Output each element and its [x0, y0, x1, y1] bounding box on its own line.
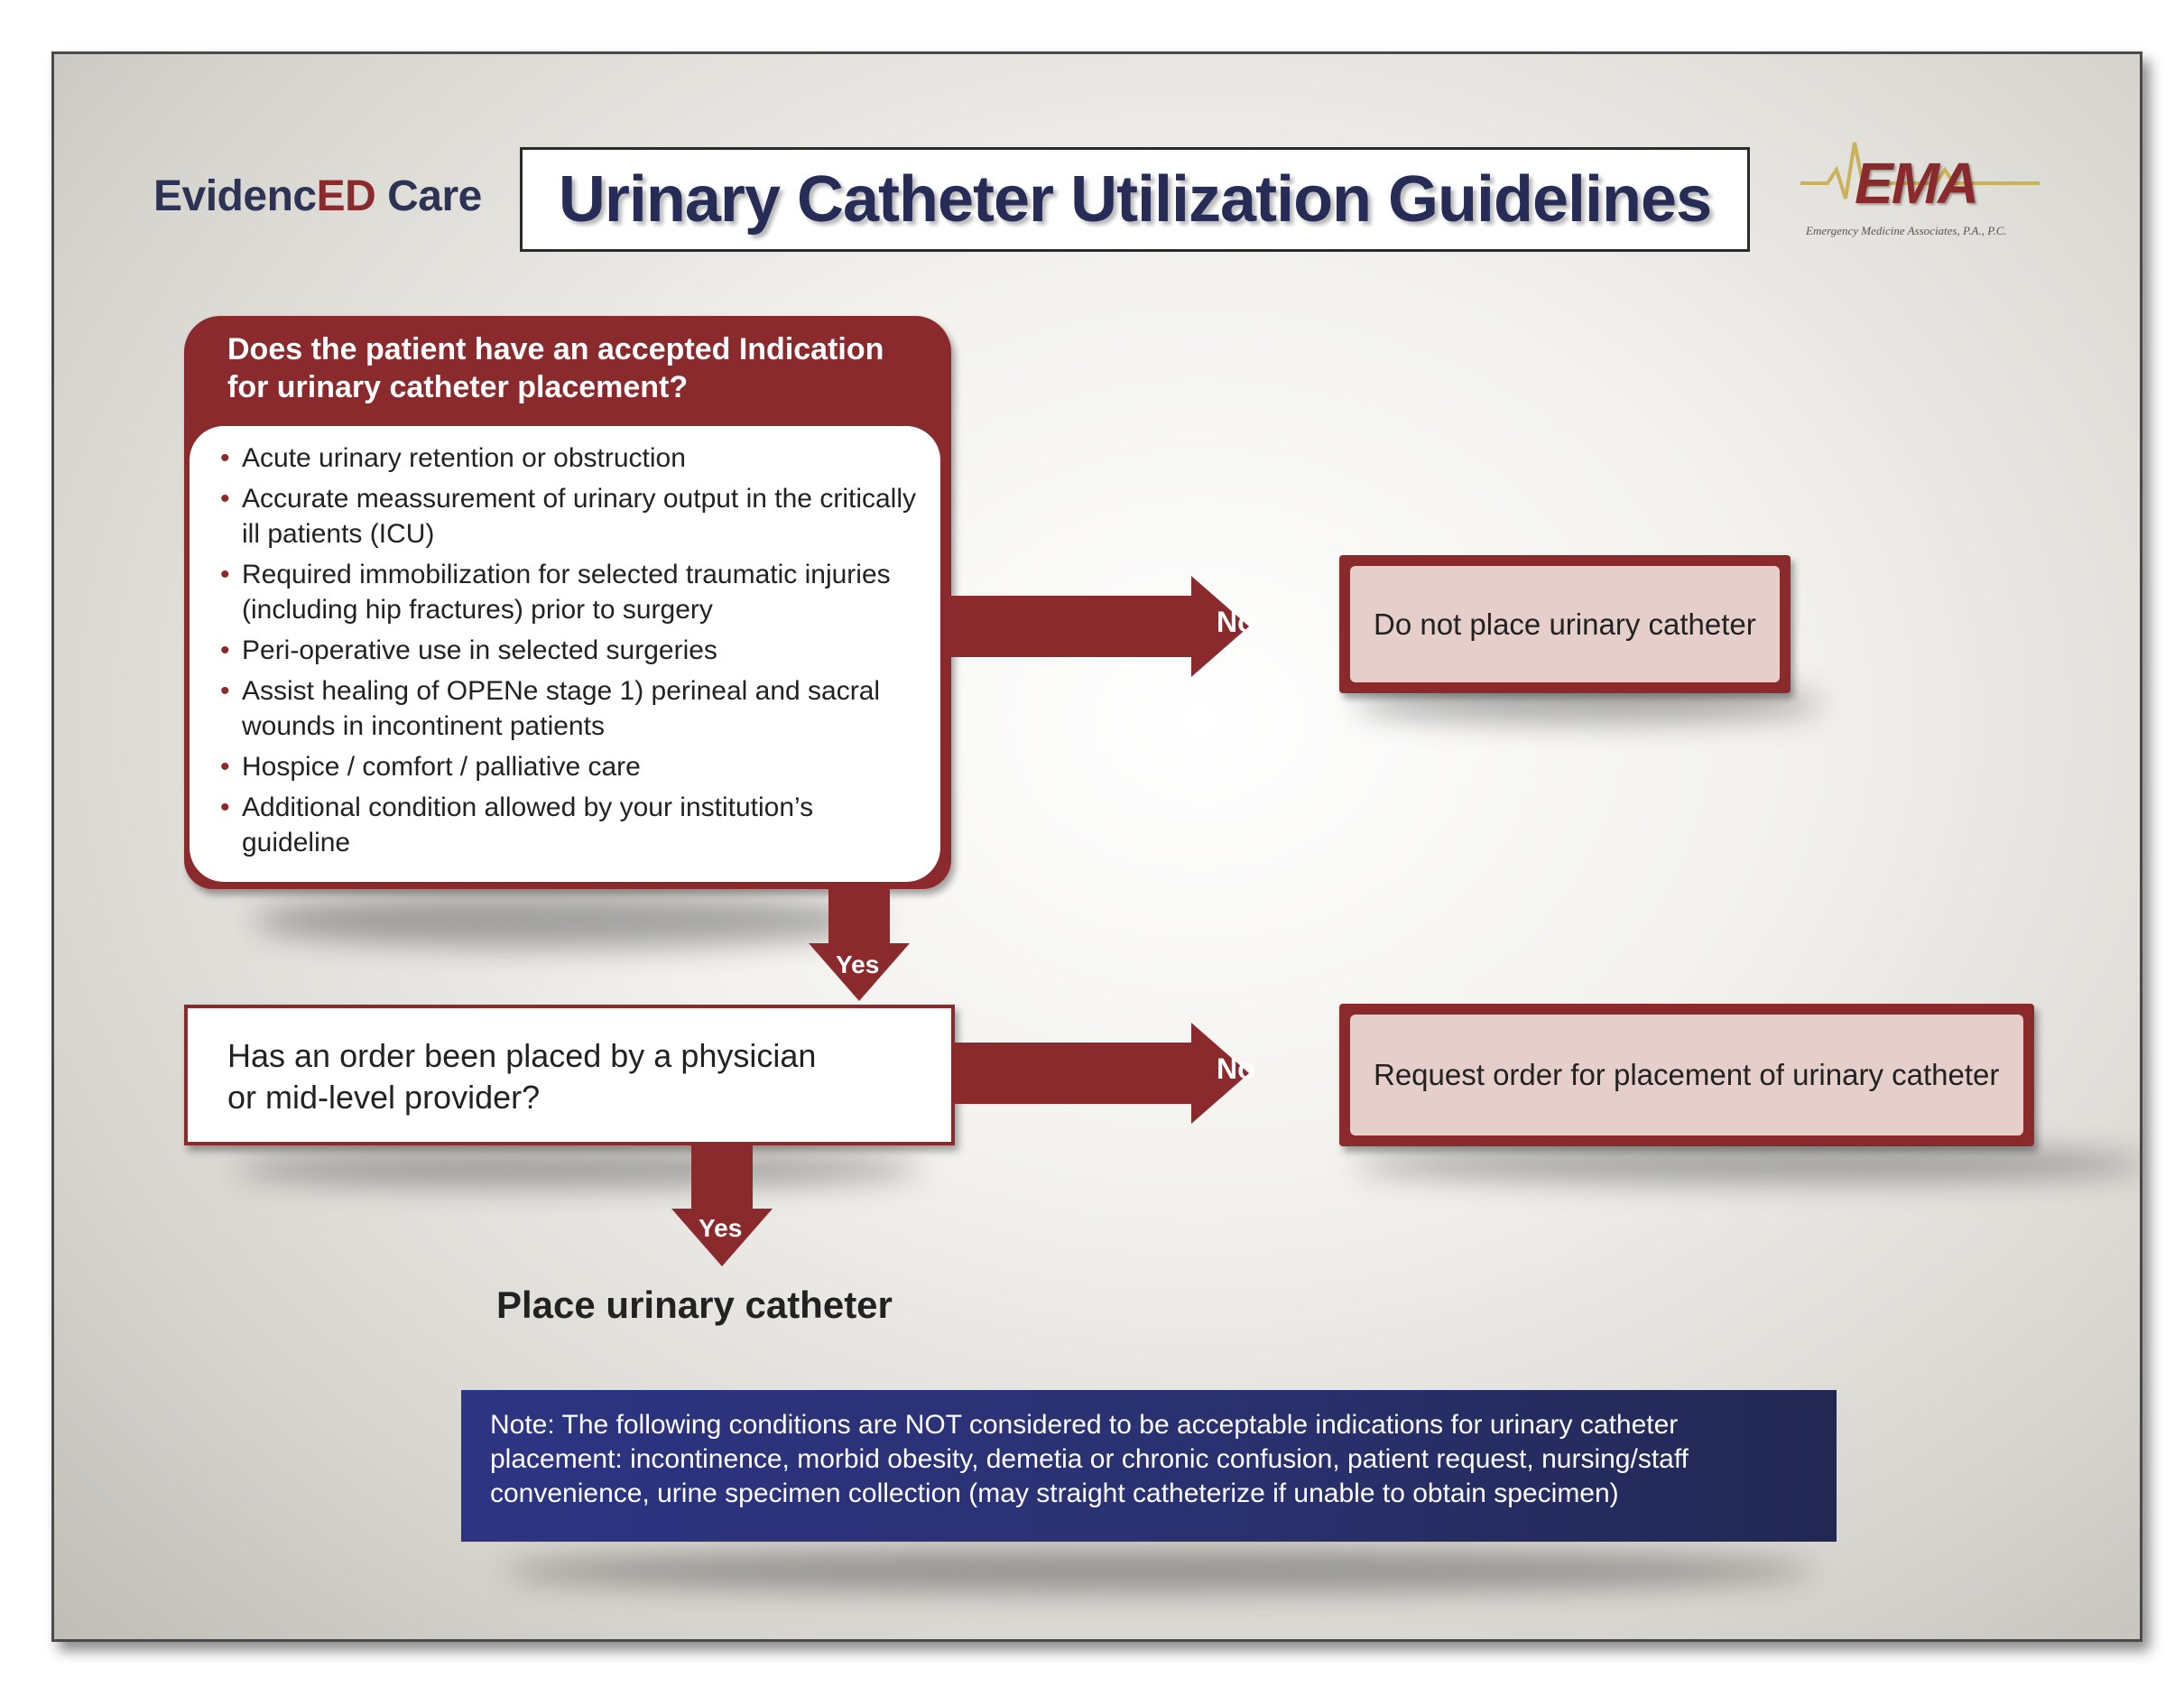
note-box: Note: The following conditions are NOT c… [461, 1390, 1837, 1542]
do-not-place-text: Do not place urinary catheter [1350, 566, 1780, 682]
list-item: •Assist healing of OPENe stage 1) perine… [220, 673, 922, 744]
request-order-box: Request order for placement of urinary c… [1339, 1004, 2034, 1146]
list-item: •Peri-operative use in selected surgerie… [220, 633, 922, 668]
request-order-text: Request order for placement of urinary c… [1350, 1015, 2023, 1135]
shadow [505, 1548, 1814, 1593]
guideline-sheet: EvidencED Care Urinary Catheter Utilizat… [51, 51, 2142, 1642]
shadow [253, 894, 884, 948]
bullet-icon: • [220, 752, 230, 782]
no-label-2: No [1217, 1052, 1255, 1085]
shadow [1354, 1146, 2140, 1182]
brand-part-3: Care [375, 172, 482, 220]
ema-logo: EMA Emergency Medicine Associates, P.A.,… [1800, 134, 2044, 242]
bullet-icon: • [220, 676, 230, 706]
arrow-right-no-2: No [955, 1023, 1255, 1124]
brand-part-2: ED [316, 172, 376, 220]
bullet-icon: • [220, 484, 230, 514]
title-box: Urinary Catheter Utilization Guidelines [520, 147, 1750, 252]
bullet-icon: • [220, 793, 230, 822]
do-not-place-box: Do not place urinary catheter [1339, 555, 1791, 693]
list-item: •Accurate meassurement of urinary output… [220, 481, 922, 552]
arrow-right-no-1: No [951, 576, 1255, 677]
shadow [235, 1151, 921, 1187]
logo-word: EMA [1855, 151, 1979, 216]
order-question-box: Has an order been placed by a physician … [184, 1005, 955, 1145]
place-catheter-action: Place urinary catheter [496, 1284, 893, 1326]
brand-part-1: Evidenc [153, 172, 317, 220]
yes-label-2: Yes [699, 1214, 743, 1242]
indication-question: Does the patient have an accepted Indica… [227, 332, 884, 404]
arrow-down-yes-2: Yes [671, 1145, 773, 1267]
arrow-down-icon [671, 1209, 773, 1266]
logo-subtitle: Emergency Medicine Associates, P.A., P.C… [1806, 224, 2007, 237]
list-item: •Required immobilization for selected tr… [220, 557, 922, 627]
arrow-right-icon [1191, 576, 1249, 677]
indication-list: •Acute urinary retention or obstruction … [220, 440, 922, 860]
page-title: Urinary Catheter Utilization Guidelines [558, 163, 1712, 236]
indication-list-panel: •Acute urinary retention or obstruction … [190, 426, 940, 882]
arrow-down-yes-1: Yes [809, 889, 910, 1002]
bullet-icon: • [220, 635, 230, 665]
order-question: Has an order been placed by a physician … [227, 1035, 816, 1118]
bullet-icon: • [220, 560, 230, 589]
indication-question-box: Does the patient have an accepted Indica… [184, 316, 951, 889]
no-label-1: No [1217, 606, 1255, 638]
list-item: •Hospice / comfort / palliative care [220, 749, 922, 784]
list-item: •Acute urinary retention or obstruction [220, 440, 922, 476]
arrow-right-icon [1191, 1023, 1249, 1124]
evidenced-care-brand: EvidencED Care [153, 171, 482, 221]
heartbeat-line-icon [1800, 142, 2040, 199]
order-question-line-2: or mid-level provider? [227, 1079, 541, 1116]
list-item: •Additional condition allowed by your in… [220, 790, 922, 860]
bullet-icon: • [220, 443, 230, 473]
order-question-line-1: Has an order been placed by a physician [227, 1037, 817, 1074]
yes-label-1: Yes [836, 950, 880, 978]
arrow-down-icon [809, 943, 910, 1001]
